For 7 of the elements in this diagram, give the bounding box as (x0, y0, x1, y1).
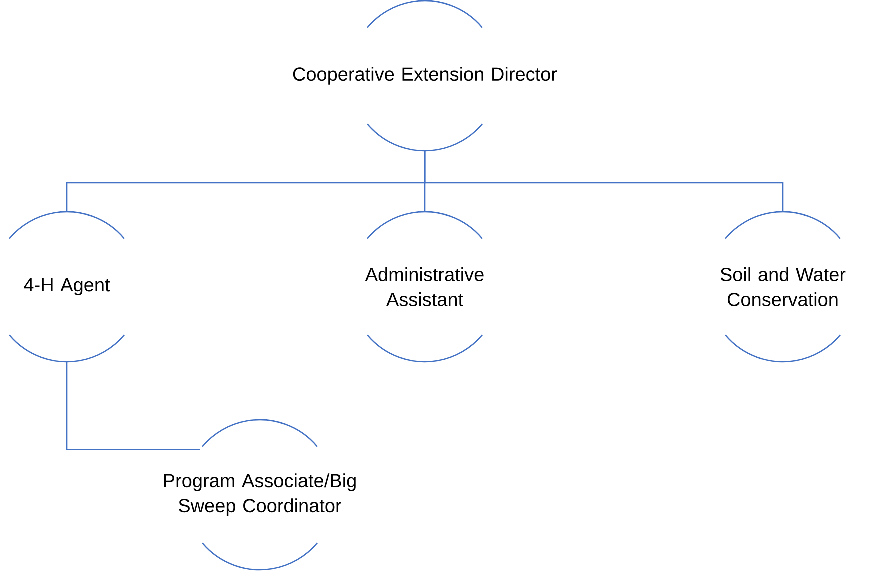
arc-node: Cooperative Extension Director (293, 0, 558, 152)
connector-line (424, 151, 784, 212)
connector-line (66, 362, 200, 450)
arc-node: 4-H Agent (9, 211, 125, 363)
arc-node: Program Associate/Big Sweep Coordinator (164, 419, 356, 571)
arc-node: Soil and Water Conservation (720, 211, 846, 363)
arc-node: Administrative Assistant (365, 211, 484, 363)
